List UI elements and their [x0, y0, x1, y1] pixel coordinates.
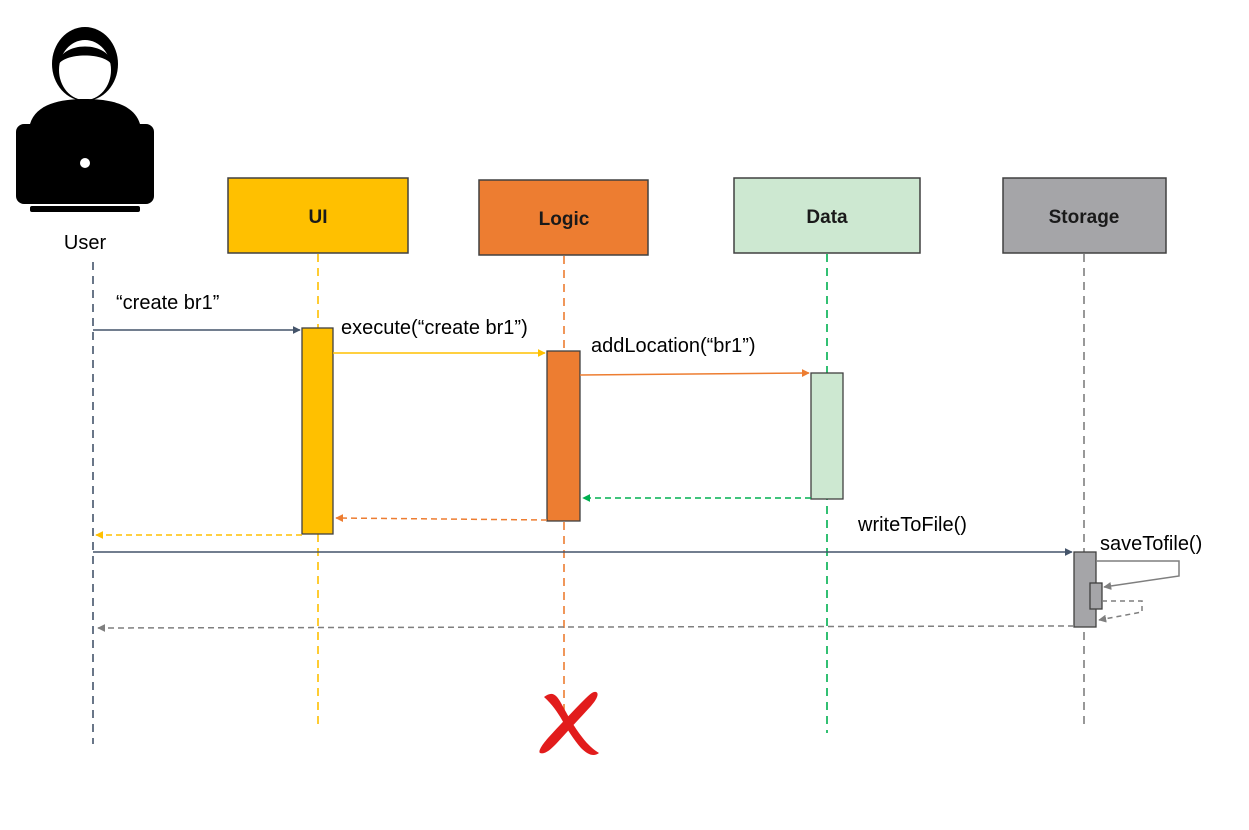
- participant-ui[interactable]: UI: [227, 177, 409, 254]
- message-label-logic-to-data: addLocation(“br1”): [591, 335, 756, 357]
- actor-label: User: [64, 232, 107, 254]
- participant-storage-label: Storage: [1049, 207, 1120, 228]
- return-arrow-logic-to-ui: [335, 514, 548, 523]
- self-return-arrow-storage: [1098, 600, 1143, 623]
- activation-ui: [301, 327, 334, 535]
- activation-storage-nested: [1089, 582, 1103, 610]
- participant-storage[interactable]: Storage: [1002, 177, 1167, 254]
- user-laptop-icon: [16, 27, 154, 212]
- participant-logic[interactable]: Logic: [478, 179, 649, 256]
- return-arrow-storage-to-user: [97, 623, 1075, 632]
- destroy-x-icon: [539, 691, 599, 756]
- participant-ui-label: UI: [309, 207, 328, 228]
- self-call-arrow-storage: [1096, 560, 1180, 590]
- self-call-label-storage: saveTofile(): [1100, 533, 1202, 555]
- message-label-user-to-ui: “create br1”: [116, 292, 219, 314]
- participant-data-label: Data: [806, 207, 848, 228]
- message-label-user-to-storage: writeToFile(): [857, 514, 967, 536]
- participant-data[interactable]: Data: [733, 177, 921, 254]
- message-arrow-logic-to-data: [579, 369, 810, 378]
- participant-logic-label: Logic: [539, 209, 590, 230]
- message-label-ui-to-logic: execute(“create br1”): [341, 317, 528, 339]
- activation-data: [810, 372, 844, 500]
- activation-logic: [546, 350, 581, 522]
